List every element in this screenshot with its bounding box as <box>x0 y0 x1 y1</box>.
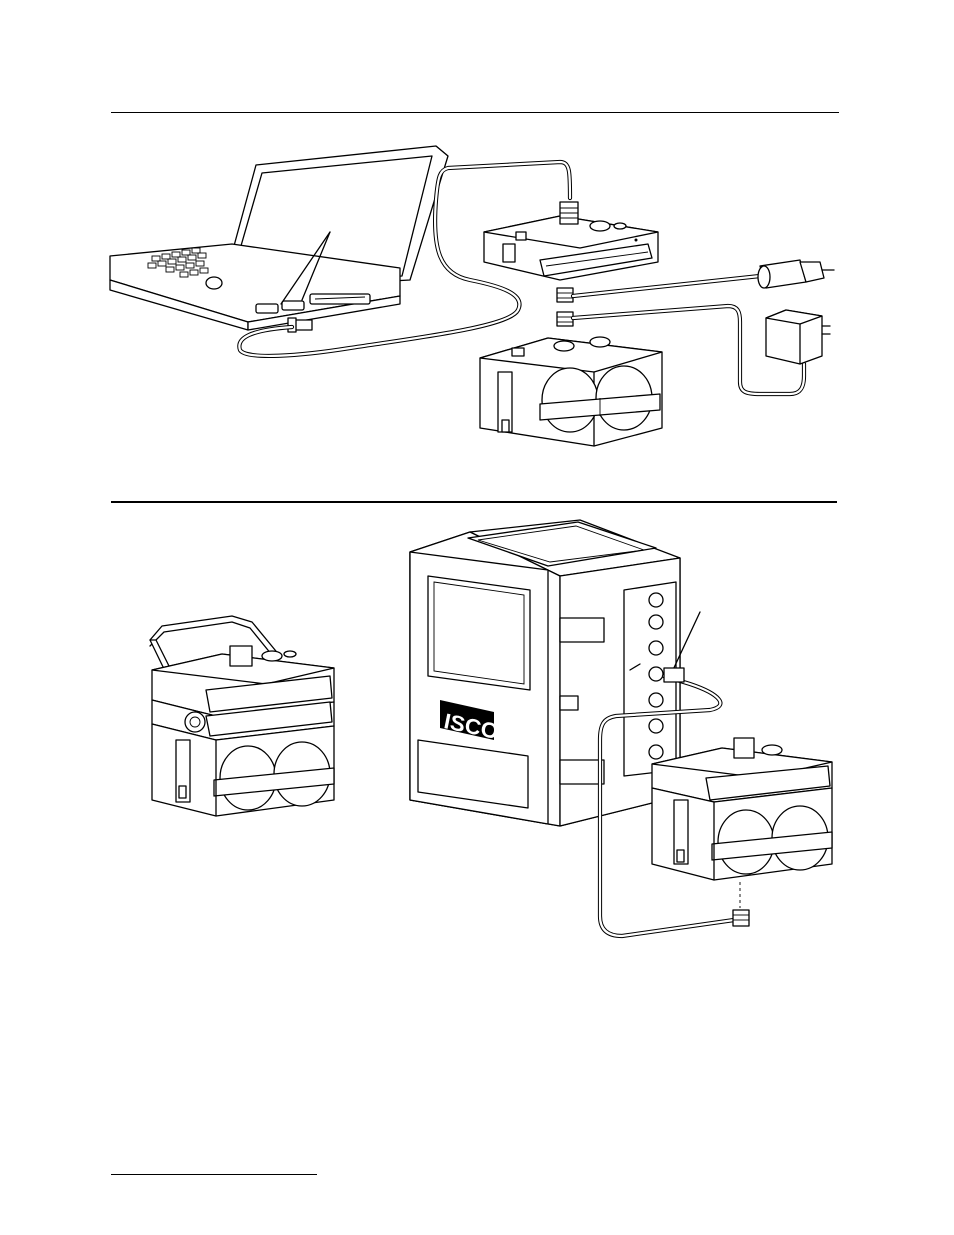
interface-module <box>484 202 658 280</box>
module-attached <box>652 738 832 908</box>
cigarette-lighter-adapter <box>758 260 834 288</box>
laptop-connection-figure <box>110 146 834 446</box>
battery-module <box>480 337 662 446</box>
stacked-module-figure <box>150 616 334 816</box>
isco-sampler: ISCO <box>410 520 680 826</box>
laptop-illustration <box>110 146 448 332</box>
sampler-connection-figure: ISCO <box>410 520 832 936</box>
ac-adapter <box>766 310 830 364</box>
